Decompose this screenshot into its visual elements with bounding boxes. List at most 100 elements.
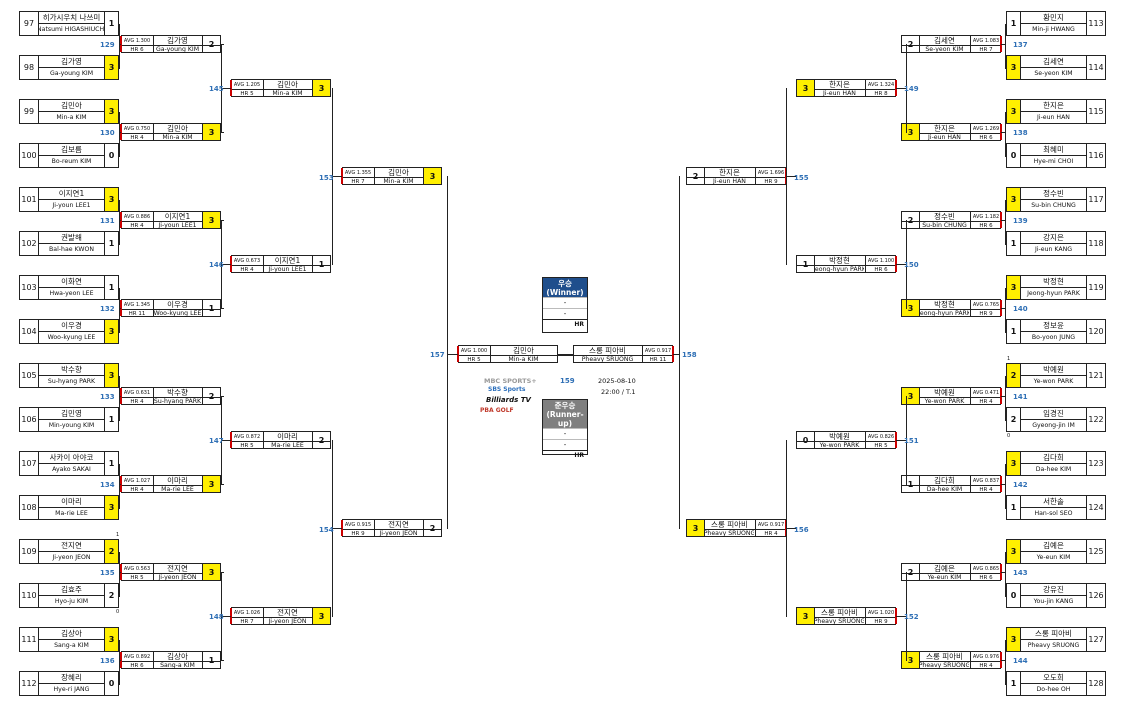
player-high-run: HR 7 (351, 178, 365, 185)
bracket-line (447, 176, 448, 529)
accent-bar (230, 608, 232, 624)
bracket-line (1005, 23, 1006, 69)
bracket-line (221, 264, 231, 265)
row-divider (231, 441, 330, 442)
match-number: 152 (904, 613, 919, 621)
seed-number: 101 (20, 188, 39, 211)
row-divider (687, 177, 786, 178)
player-average: AVG 0.563 (123, 565, 151, 572)
row-divider (574, 355, 673, 356)
seed-number: 118 (1086, 232, 1105, 255)
row-divider (797, 89, 896, 90)
match-number: 132 (100, 305, 115, 313)
player-name-ko: 김예은 (934, 564, 955, 573)
player-name-ko: 스롱 피아비 (926, 652, 963, 661)
player-score: 2 (104, 584, 118, 607)
player-name-en: Ma-rie LEE (271, 442, 304, 449)
player-name-en: Ji-youn LEE1 (268, 266, 307, 273)
player-name-ko: 박예원 (934, 388, 955, 397)
player-high-run: HR 11 (128, 310, 146, 317)
winner-title: 우승 (Winner) (543, 278, 587, 297)
player-average: AVG 1.300 (123, 37, 151, 44)
runnerup-title-en: (Runner-up) (546, 410, 584, 428)
player-name-ko: 김민아 (513, 346, 534, 355)
column-divider (153, 476, 154, 492)
player-score: 3 (202, 476, 220, 492)
player-score: 3 (104, 320, 118, 343)
row-divider (902, 221, 1001, 222)
player-average: AVG 0.826 (867, 433, 895, 440)
row-divider (458, 355, 557, 356)
player-average: AVG 1.696 (757, 169, 785, 176)
player-name-ko: 사카이 아야코 (39, 452, 104, 464)
match-number: 140 (1013, 305, 1028, 313)
accent-bar (120, 124, 122, 140)
player-name-en: Min-a KIM (56, 114, 87, 121)
player-name-en: Ma-rie LEE (161, 486, 194, 493)
column-divider (263, 608, 264, 624)
player-score: 1 (1007, 672, 1021, 695)
player-high-run: HR 4 (979, 398, 993, 405)
column-divider (263, 432, 264, 448)
row-divider (797, 617, 896, 618)
bracket-line (221, 88, 231, 89)
player-score: 3 (1007, 276, 1021, 299)
column-divider (970, 476, 971, 492)
player-score: 1 (1007, 320, 1021, 343)
player-high-run: HR 4 (130, 222, 144, 229)
column-divider (755, 520, 756, 536)
player-score: 2 (1007, 408, 1021, 431)
player-score: 2 (202, 388, 220, 404)
player-name-ko: 김민아 (388, 168, 409, 177)
sbs-sports-logo: SBS Sports (488, 386, 526, 393)
seed-number: 100 (20, 144, 39, 167)
player-name-en: Hye-ri JANG (53, 686, 90, 693)
player-name-ko: 김민아 (39, 100, 104, 112)
seed-number: 120 (1086, 320, 1105, 343)
bracket-line (1001, 132, 1005, 133)
player-score: 2 (687, 168, 705, 184)
row-divider (797, 441, 896, 442)
player-score: 2 (902, 212, 920, 228)
player-name-en: Ji-yeon JEON (268, 618, 307, 625)
row-divider (902, 309, 1001, 310)
bracket-line (119, 463, 120, 509)
column-divider (865, 256, 866, 272)
player-high-run: HR 9 (979, 310, 993, 317)
player-name-en: Ga-young KIM (49, 70, 94, 77)
player-name-ko: 김가영 (167, 36, 188, 45)
winner-box: 우승 (Winner) - - HR (542, 277, 588, 333)
player-name-en: Ji-yeon JEON (158, 574, 197, 581)
row-divider (231, 265, 330, 266)
row-divider (121, 133, 220, 134)
player-name-ko: 정수빈 (934, 212, 955, 221)
player-name-ko: 김다희 (1021, 452, 1086, 464)
player-name-ko: 김효주 (39, 584, 104, 596)
player-name-en: Bo-reum KIM (51, 158, 92, 165)
seed-number: 104 (20, 320, 39, 343)
player-name-ko: 박수향 (167, 388, 188, 397)
player-name-en: Bo-yoon JUNG (1031, 334, 1076, 341)
player-name-en: Min-a KIM (272, 90, 303, 97)
seed-number: 97 (20, 12, 39, 35)
